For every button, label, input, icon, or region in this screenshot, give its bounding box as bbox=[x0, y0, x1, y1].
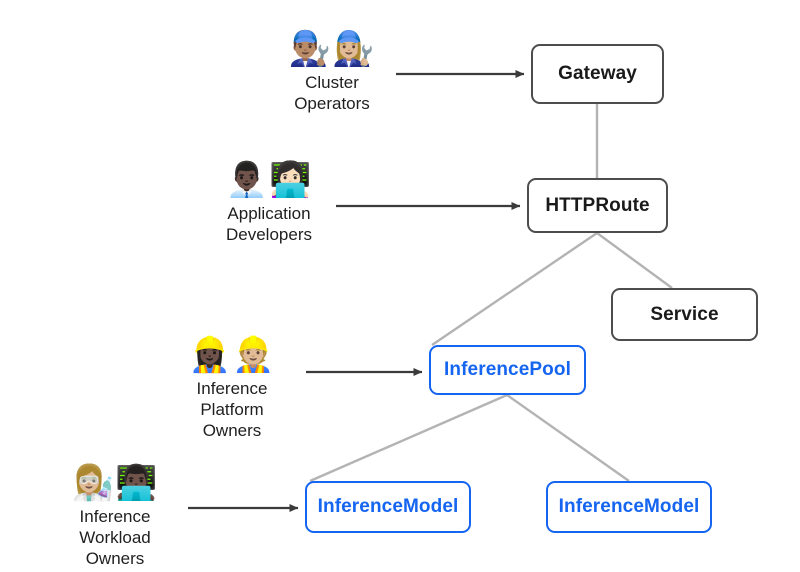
node-inferencemodel-2[interactable]: InferenceModel bbox=[546, 481, 712, 533]
node-inferencepool[interactable]: InferencePool bbox=[429, 345, 586, 395]
node-gateway-label: Gateway bbox=[558, 63, 637, 84]
connector-inferencepool-to-inferencemodel1 bbox=[309, 393, 508, 483]
inference-workload-owners-label: Inference Workload Owners bbox=[79, 506, 151, 568]
persona-cluster-operators: 👨🏽‍🔧👩🏼‍🔧 Cluster Operators bbox=[280, 30, 384, 114]
persona-inference-workload-owners: 👩🏼‍🔬👨🏿‍💻 Inference Workload Owners bbox=[63, 464, 167, 569]
cluster-operators-label: Cluster Operators bbox=[294, 72, 370, 113]
node-inferencemodel-1[interactable]: InferenceModel bbox=[305, 481, 471, 533]
connector-httproute-to-inferencepool bbox=[431, 232, 598, 346]
node-inferencemodel-2-label: InferenceModel bbox=[558, 496, 700, 517]
node-service[interactable]: Service bbox=[611, 288, 758, 341]
node-gateway[interactable]: Gateway bbox=[531, 44, 664, 104]
node-httproute[interactable]: HTTPRoute bbox=[527, 178, 668, 233]
inference-platform-owners-emoji: 👷🏿‍♀️👷🏼 bbox=[188, 336, 276, 374]
node-service-label: Service bbox=[650, 303, 719, 325]
inference-workload-owners-emoji: 👩🏼‍🔬👨🏿‍💻 bbox=[71, 464, 159, 502]
persona-inference-platform-owners: 👷🏿‍♀️👷🏼 Inference Platform Owners bbox=[180, 336, 284, 441]
cluster-operators-emoji: 👨🏽‍🔧👩🏼‍🔧 bbox=[288, 30, 376, 68]
node-httproute-label: HTTPRoute bbox=[545, 194, 650, 216]
connector-httproute-to-service bbox=[596, 232, 673, 289]
connector-inferencepool-to-inferencemodel2 bbox=[506, 394, 630, 482]
persona-arrows bbox=[188, 70, 525, 512]
application-developers-emoji: 👨🏿‍💼👩🏻‍💻 bbox=[225, 161, 313, 199]
node-inferencemodel-1-label: InferenceModel bbox=[317, 496, 459, 517]
node-inferencepool-label: InferencePool bbox=[444, 359, 571, 380]
inference-platform-owners-label: Inference Platform Owners bbox=[196, 378, 268, 440]
application-developers-label: Application Developers bbox=[226, 203, 312, 244]
persona-application-developers: 👨🏿‍💼👩🏻‍💻 Application Developers bbox=[217, 161, 321, 245]
